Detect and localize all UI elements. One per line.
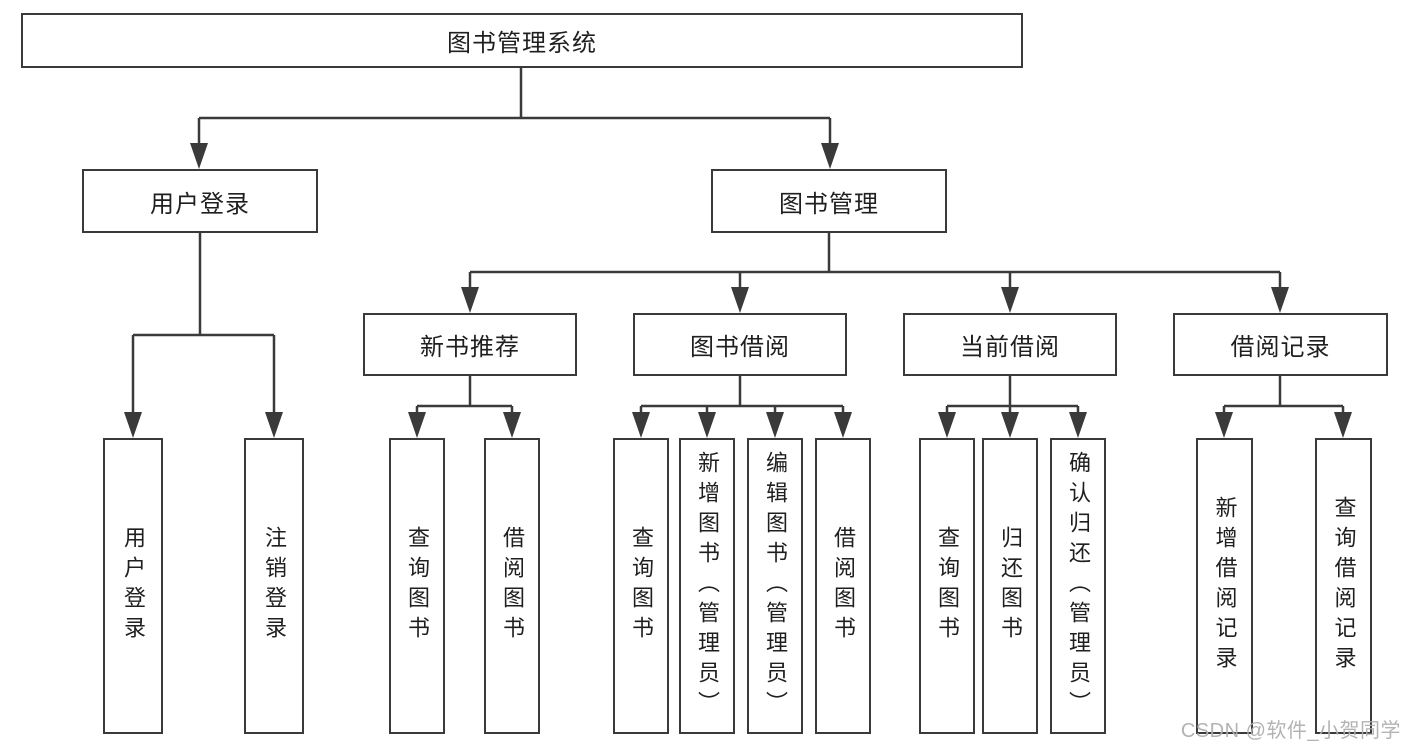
- node-label: 确认归还（管理员）: [1066, 451, 1091, 721]
- node-current-borrowing: 当前借阅: [903, 313, 1117, 376]
- node-label: 当前借阅: [960, 334, 1060, 361]
- leaf-borrowing-borrow-books: 借阅图书: [815, 438, 871, 734]
- node-label: 图书管理系统: [447, 30, 597, 57]
- node-label: 新增借阅记录: [1212, 496, 1238, 676]
- node-new-book-recommend: 新书推荐: [363, 313, 577, 376]
- node-label: 借阅记录: [1230, 334, 1331, 361]
- leaf-borrowing-add-books-admin: 新增图书（管理员）: [679, 438, 735, 734]
- leaf-logout: 注销登录: [244, 438, 304, 734]
- leaf-borrowing-query-books: 查询图书: [613, 438, 669, 734]
- leaf-borrowing-edit-books-admin: 编辑图书（管理员）: [747, 438, 803, 734]
- node-label: 编辑图书（管理员）: [763, 451, 788, 721]
- node-label: 用户登录: [121, 526, 146, 646]
- node-label: 图书管理: [779, 190, 879, 218]
- node-label: 用户登录: [150, 190, 250, 218]
- leaf-newbook-query-books: 查询图书: [389, 438, 445, 734]
- node-book-management: 图书管理: [711, 169, 947, 233]
- leaf-current-return-books: 归还图书: [982, 438, 1038, 734]
- node-borrowing-records: 借阅记录: [1173, 313, 1388, 376]
- node-label: 新书推荐: [420, 334, 520, 361]
- node-label: 借阅图书: [831, 526, 856, 646]
- leaf-current-query-books: 查询图书: [919, 438, 975, 734]
- node-label: 查询借阅记录: [1331, 496, 1357, 676]
- leaf-records-add-record: 新增借阅记录: [1196, 438, 1253, 734]
- node-label: 注销登录: [262, 526, 287, 646]
- node-book-borrowing: 图书借阅: [633, 313, 847, 376]
- node-root-library-system: 图书管理系统: [21, 13, 1023, 68]
- leaf-newbook-borrow-books: 借阅图书: [484, 438, 540, 734]
- node-label: 查询图书: [629, 526, 654, 646]
- node-label: 归还图书: [998, 526, 1023, 646]
- node-label: 图书借阅: [690, 334, 790, 361]
- leaf-user-login: 用户登录: [103, 438, 163, 734]
- arrowheads: [124, 143, 1352, 438]
- leaf-records-query-record: 查询借阅记录: [1315, 438, 1372, 734]
- node-user-login: 用户登录: [82, 169, 318, 233]
- node-label: 查询图书: [405, 526, 430, 646]
- leaf-current-confirm-return-admin: 确认归还（管理员）: [1050, 438, 1106, 734]
- node-label: 新增图书（管理员）: [695, 451, 720, 721]
- node-label: 借阅图书: [500, 526, 525, 646]
- node-label: 查询图书: [935, 526, 960, 646]
